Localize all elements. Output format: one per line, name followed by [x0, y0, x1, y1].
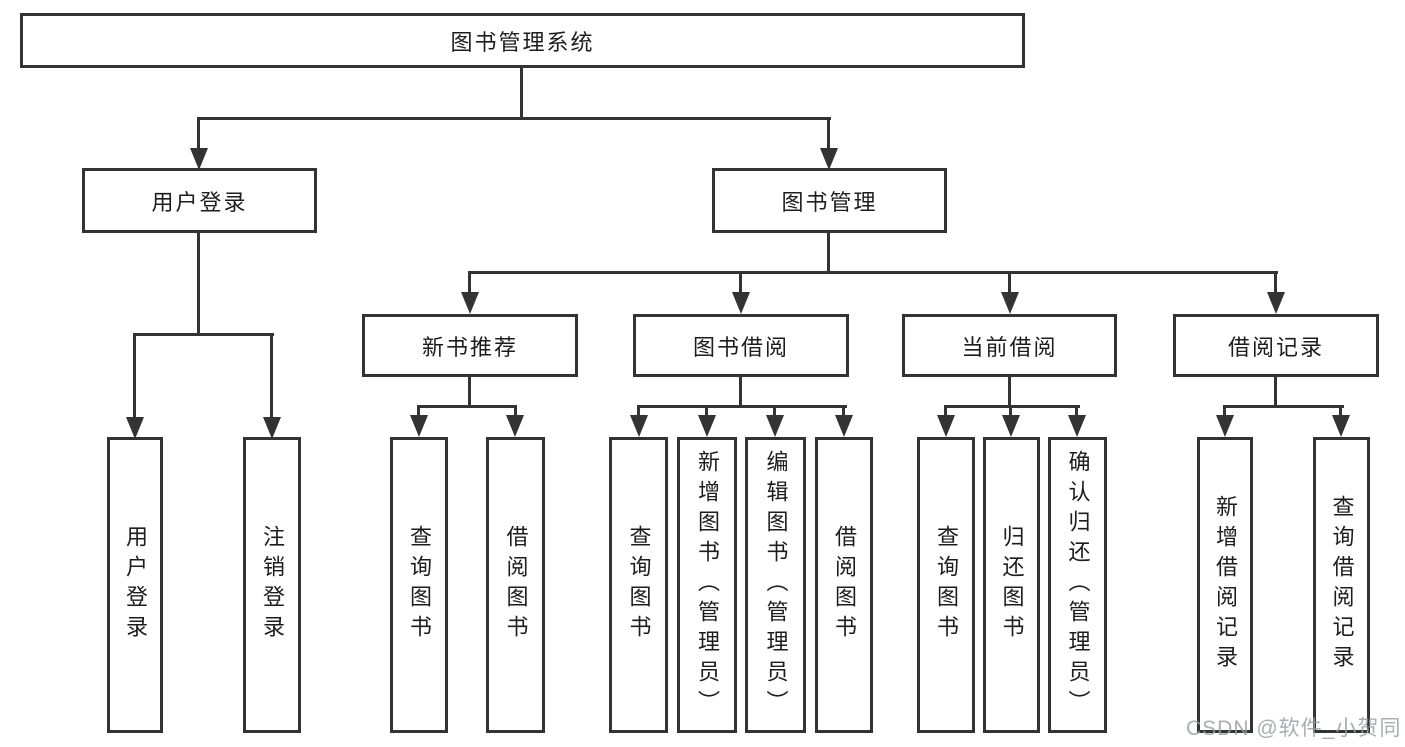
leaf-add-books-admin: 新增图书（管理员） — [677, 437, 737, 733]
connector-line — [827, 117, 830, 148]
connector-line — [133, 333, 274, 336]
arrow-down-icon — [1002, 415, 1020, 437]
connector-line — [197, 117, 831, 120]
arrow-down-icon — [461, 292, 479, 314]
leaf-query-borrow-record: 查询借阅记录 — [1313, 437, 1370, 733]
node-borrow-records: 借阅记录 — [1173, 314, 1379, 377]
connector-line — [1274, 271, 1277, 294]
connector-line — [944, 405, 1080, 408]
connector-line — [417, 405, 420, 417]
arrow-down-icon — [126, 417, 144, 439]
leaf-add-borrow-record: 新增借阅记录 — [1197, 437, 1253, 733]
connector-line — [1009, 405, 1012, 417]
leaf-query-books: 查询图书 — [917, 437, 975, 733]
connector-line — [827, 231, 830, 274]
arrow-down-icon — [820, 148, 838, 170]
node-user-login: 用户登录 — [82, 168, 317, 233]
connector-line — [705, 405, 708, 417]
arrow-down-icon — [410, 415, 428, 437]
connector-line — [739, 375, 742, 408]
arrow-down-icon — [1068, 415, 1086, 437]
leaf-query-books: 查询图书 — [609, 437, 668, 733]
arrow-down-icon — [506, 415, 524, 437]
connector-line — [197, 231, 200, 336]
connector-line — [1274, 375, 1277, 408]
arrow-down-icon — [1267, 292, 1285, 314]
connector-line — [739, 271, 742, 294]
leaf-borrow-books: 借阅图书 — [486, 437, 545, 733]
connector-line — [637, 405, 847, 408]
node-library-system: 图书管理系统 — [20, 13, 1025, 68]
leaf-logout: 注销登录 — [243, 437, 301, 733]
arrow-down-icon — [1332, 415, 1350, 437]
connector-line — [1223, 405, 1344, 408]
arrow-down-icon — [835, 415, 853, 437]
leaf-user-login: 用户登录 — [107, 437, 163, 733]
arrow-down-icon — [766, 415, 784, 437]
arrow-down-icon — [1216, 415, 1234, 437]
connector-line — [468, 271, 471, 294]
arrow-down-icon — [263, 417, 281, 439]
leaf-edit-books-admin: 编辑图书（管理员） — [745, 437, 806, 733]
connector-line — [1223, 405, 1226, 417]
connector-line — [514, 405, 517, 417]
arrow-down-icon — [190, 148, 208, 170]
leaf-confirm-return-admin: 确认归还（管理员） — [1048, 437, 1107, 733]
csdn-watermark: CSDN @软件_小贺同学 — [1186, 717, 1402, 740]
connector-line — [520, 66, 523, 119]
connector-line — [1075, 405, 1078, 417]
connector-line — [773, 405, 776, 417]
connector-line — [468, 375, 471, 408]
node-book-management: 图书管理 — [712, 168, 947, 233]
arrow-down-icon — [698, 415, 716, 437]
arrow-down-icon — [732, 292, 750, 314]
connector-line — [133, 333, 136, 417]
connector-line — [1339, 405, 1342, 417]
arrow-down-icon — [1001, 292, 1019, 314]
leaf-borrow-books: 借阅图书 — [815, 437, 873, 733]
leaf-query-books: 查询图书 — [390, 437, 448, 733]
connector-line — [270, 333, 273, 417]
node-new-book-recommend: 新书推荐 — [362, 314, 578, 377]
arrow-down-icon — [630, 415, 648, 437]
connector-line — [1008, 375, 1011, 408]
connector-line — [468, 271, 1278, 274]
leaf-return-books: 归还图书 — [983, 437, 1040, 733]
connector-line — [637, 405, 640, 417]
node-book-borrow: 图书借阅 — [633, 314, 849, 377]
connector-line — [197, 117, 200, 148]
connector-line — [1008, 271, 1011, 294]
node-current-borrow: 当前借阅 — [902, 314, 1117, 377]
connector-line — [944, 405, 947, 417]
connector-line — [842, 405, 845, 417]
arrow-down-icon — [937, 415, 955, 437]
connector-line — [417, 405, 517, 408]
